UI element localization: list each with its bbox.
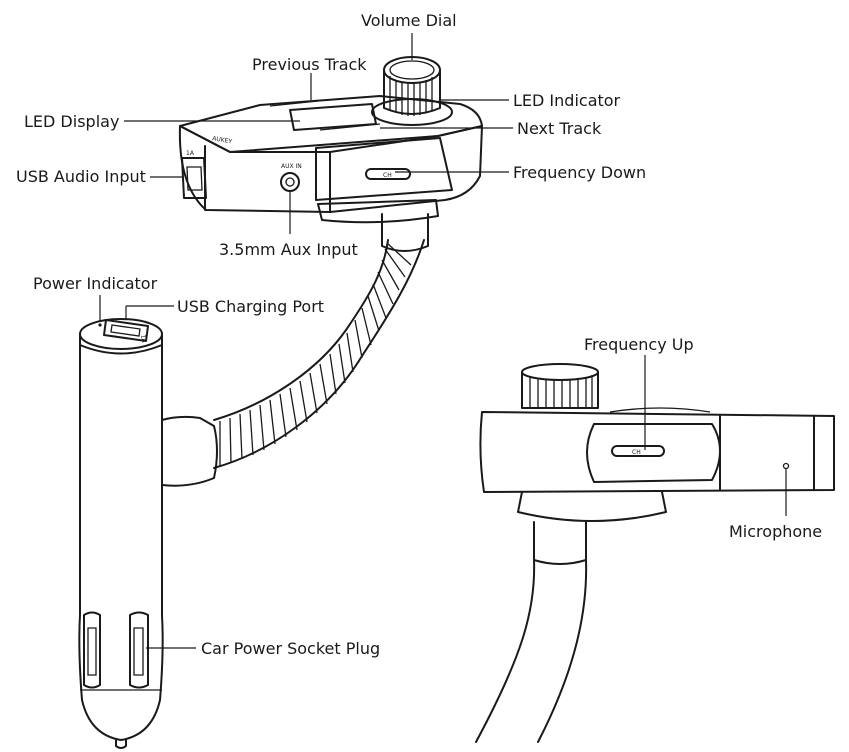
label-car-power-socket-plug: Car Power Socket Plug: [201, 639, 380, 658]
usb-rating-marking: 1A: [139, 334, 147, 344]
label-previous-track: Previous Track: [252, 55, 367, 74]
label-next-track: Next Track: [517, 119, 602, 138]
power-indicator-icon: [98, 323, 102, 327]
usb-audio-input-icon: 1A: [181, 150, 207, 199]
gooseneck: [213, 213, 429, 469]
label-led-display: LED Display: [24, 112, 119, 131]
car-power-plug: 1A: [78, 318, 218, 749]
frequency-down-button: CH: [365, 168, 411, 180]
label-microphone: Microphone: [729, 522, 822, 541]
usb-charging-port-icon: 1A: [103, 319, 149, 344]
aux-input-icon: AUX IN: [280, 163, 302, 192]
label-power-indicator: Power Indicator: [33, 274, 158, 293]
microphone-icon: [782, 462, 790, 470]
usb-audio-rating-marking: 1A: [186, 150, 195, 157]
side-volume-dial-icon: [521, 363, 599, 409]
label-usb-audio-input: USB Audio Input: [16, 167, 146, 186]
head-unit: AUKEY 1A AUX IN CH: [178, 56, 483, 224]
leader-lines: [99, 33, 787, 649]
label-led-indicator: LED Indicator: [513, 91, 621, 110]
aux-port-marking: AUX IN: [281, 163, 302, 170]
label-aux-input: 3.5mm Aux Input: [219, 240, 358, 259]
label-usb-charging-port: USB Charging Port: [177, 297, 324, 316]
ch-up-marking: CH: [632, 449, 641, 456]
label-volume-dial: Volume Dial: [361, 11, 457, 30]
volume-dial-icon: [371, 56, 453, 126]
brand-marking: AUKEY: [212, 135, 233, 145]
ch-down-marking: CH: [383, 172, 392, 179]
label-frequency-up: Frequency Up: [584, 335, 694, 354]
frequency-up-button: CH: [611, 445, 665, 457]
side-view-device: CH: [475, 363, 835, 743]
callout-labels: Volume Dial Previous Track LED Indicator…: [16, 11, 822, 658]
label-frequency-down: Frequency Down: [513, 163, 646, 182]
